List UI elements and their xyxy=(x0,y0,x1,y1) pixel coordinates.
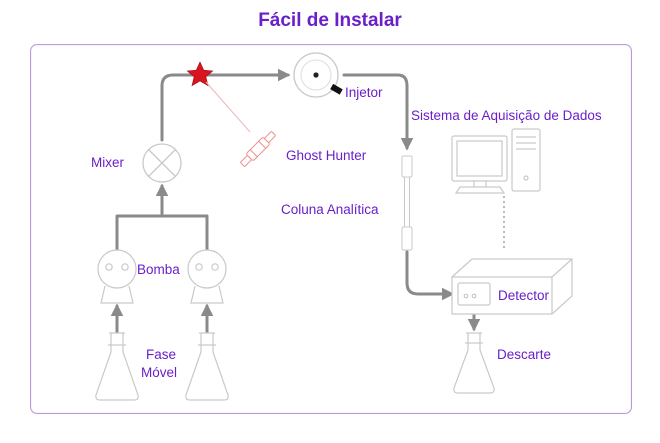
flow-pumps-to-mixer xyxy=(115,214,209,252)
flow-injector-to-column xyxy=(342,73,414,151)
label-data-acquisition: Sistema de Aquisição de Dados xyxy=(411,108,602,123)
label-mixer: Mixer xyxy=(91,155,125,170)
label-analytical-column: Coluna Analítica xyxy=(281,202,379,217)
label-ghost-hunter: Ghost Hunter xyxy=(286,148,367,163)
waste-bottle-icon xyxy=(453,332,495,394)
solvent-bottle-right-icon xyxy=(185,332,229,401)
mixer-icon xyxy=(142,143,182,183)
label-waste: Descarte xyxy=(497,347,551,362)
diagram-title: Fácil de Instalar xyxy=(258,10,402,31)
pump-right-icon xyxy=(187,249,227,304)
label-pump: Bomba xyxy=(137,262,180,277)
solvent-bottle-left-icon xyxy=(95,332,139,401)
label-mobile-phase-line1: Fase xyxy=(146,347,176,362)
data-acquisition-computer-icon xyxy=(451,128,541,194)
ghost-hunter-marker-star-icon xyxy=(186,61,214,87)
detector-icon xyxy=(451,258,573,315)
diagram-frame xyxy=(30,44,632,414)
analytical-column-icon xyxy=(401,155,413,251)
ghost-hunter-pointer xyxy=(205,81,251,133)
label-injector: Injetor xyxy=(345,85,383,100)
label-mobile-phase-line2: Móvel xyxy=(141,365,177,380)
ghost-hunter-icon xyxy=(240,131,276,167)
injector-icon xyxy=(293,52,343,98)
flow-column-to-detector xyxy=(405,250,455,301)
pump-left-icon xyxy=(97,249,137,304)
label-detector: Detector xyxy=(498,288,550,303)
flow-mixer-to-injector xyxy=(160,68,291,142)
